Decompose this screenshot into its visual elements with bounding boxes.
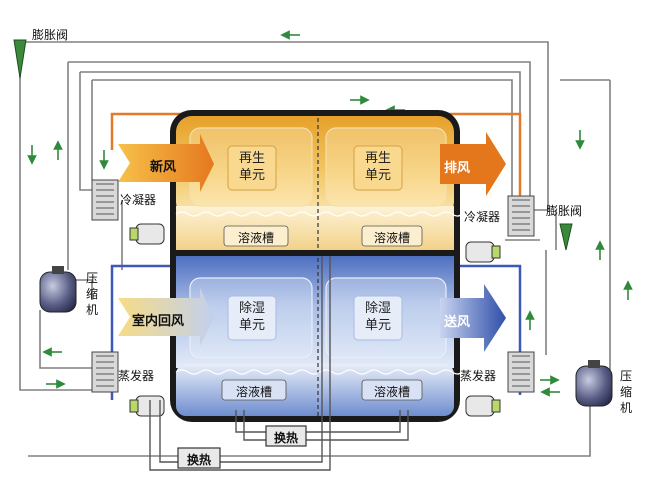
expansion-valve-right-label: 膨胀阀 (546, 204, 583, 218)
return-air-arrow (118, 288, 214, 346)
supply-air-arrow (440, 284, 506, 352)
evaporator-right (507, 351, 535, 393)
exhaust-air-arrow (440, 132, 506, 196)
expansion-valve-right (559, 223, 573, 251)
upper-right-tank-box (361, 225, 423, 247)
lower-tank-band (176, 364, 454, 416)
lower-right-tank-label: 溶液槽 (373, 385, 410, 399)
expansion-valve-top (13, 39, 27, 79)
upper-zone (176, 116, 454, 218)
compressor-left (39, 266, 77, 313)
lower-liquid-surface (175, 369, 463, 375)
evaporator-left-label: 蒸发器 (118, 369, 155, 383)
condenser-left (91, 179, 119, 221)
compressor-right (575, 360, 613, 407)
lower-outlet-air-label: 送风 (444, 315, 471, 330)
evaporator-right-label: 蒸发器 (460, 369, 497, 383)
pump-lower-left (129, 395, 165, 417)
compressor-left-label: 压 缩 机 (86, 271, 99, 317)
lower-right-tank-box (361, 379, 423, 401)
heat-exchanger-2-label: 换热 (186, 453, 211, 467)
compressor-right-label: 压 缩 机 (620, 369, 633, 415)
upper-right-tank-label: 溶液槽 (373, 231, 410, 245)
heat-exchanger-box-2 (177, 447, 221, 469)
lower-left-unit-core (227, 295, 277, 341)
flow-arrows (27, 30, 633, 397)
condenser-right (507, 195, 535, 237)
lower-left-tank-box (221, 379, 287, 401)
lower-right-unit-label: 除湿 单元 (364, 301, 391, 333)
condenser-left-label: 冷凝器 (120, 193, 157, 207)
fresh-air-arrow (118, 134, 214, 192)
heat-exchanger-1-label: 换热 (273, 431, 298, 445)
upper-left-unit-core (227, 145, 277, 191)
condenser-right-label: 冷凝器 (464, 210, 501, 224)
upper-right-unit-label: 再生 单元 (364, 151, 391, 183)
solution-pipes (149, 256, 409, 471)
upper-left-unit-label: 再生 单元 (238, 151, 265, 183)
upper-left-tank-box (223, 225, 289, 247)
pump-lower-right (465, 395, 501, 417)
lower-inlet-air-label: 室内回风 (132, 314, 185, 329)
evaporator-left (91, 351, 119, 393)
upper-outlet-air-label: 排风 (444, 161, 471, 176)
upper-left-tank-label: 溶液槽 (237, 231, 274, 245)
lower-left-unit-label: 除湿 单元 (238, 301, 265, 333)
expansion-valve-top-label: 膨胀阀 (32, 28, 69, 42)
upper-liquid-surface (175, 211, 463, 217)
heat-exchanger-box-1 (265, 425, 307, 447)
lower-zone (176, 256, 454, 368)
lower-right-unit-core (353, 295, 403, 341)
lower-left-tank-label: 溶液槽 (235, 385, 272, 399)
pump-upper-left (129, 223, 165, 245)
upper-right-unit-core (353, 145, 403, 191)
upper-inlet-air-label: 新风 (150, 160, 177, 175)
pump-upper-right (465, 241, 501, 263)
